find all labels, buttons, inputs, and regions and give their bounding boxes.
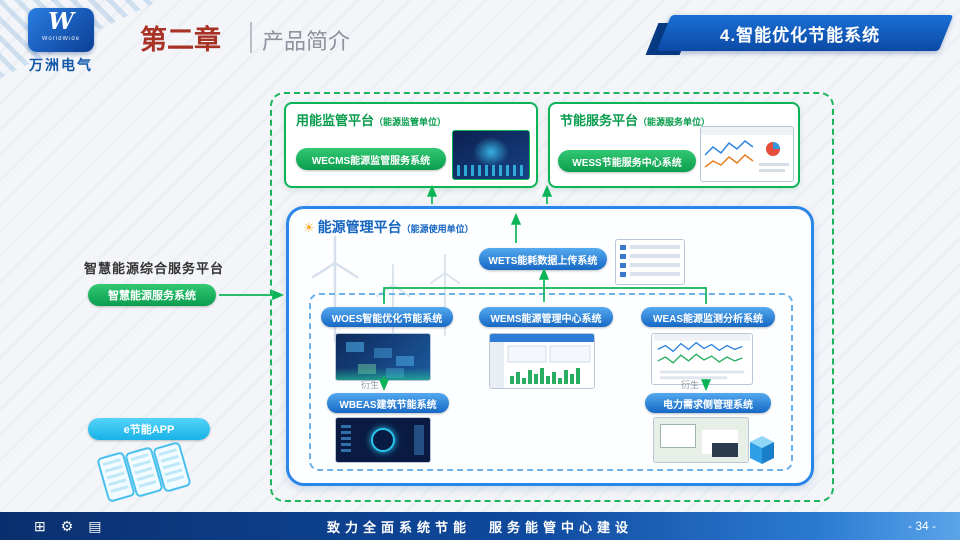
wbeas-screenshot — [335, 417, 431, 463]
blocks-icon: ⊞ — [34, 517, 46, 534]
platform-title: 能源管理平台 — [317, 219, 402, 235]
platform-heading: ☀能源管理平台（能源使用单位） — [303, 217, 474, 237]
wess-screenshot — [700, 126, 794, 182]
phone-icons — [96, 441, 212, 506]
logo-subtext: WorldWide — [41, 36, 81, 42]
banner-title: 4.智能优化节能系统 — [719, 25, 881, 45]
woes-screenshot — [335, 333, 431, 381]
e-energy-app-button: e节能APP — [88, 418, 210, 440]
chapter-title: 第二章 — [140, 25, 221, 55]
diagram-outer-border — [270, 92, 834, 502]
energy-management-platform-box: ☀能源管理平台（能源使用单位） WETS能耗数据上传系统 WOES智能优化节能系… — [286, 206, 814, 486]
service-platform-heading: 节能服务平台（能源服务单位） — [560, 110, 710, 130]
topic-banner: 4.智能优化节能系统 — [645, 15, 954, 55]
footer-slogan: 致力全面系统节能 服务能管中心建设 — [326, 519, 633, 535]
book-icon: ▤ — [88, 517, 102, 534]
power-demand-system-button: 电力需求侧管理系统 — [645, 393, 771, 413]
section-title: 产品简介 — [262, 29, 351, 54]
logo-w-icon: W — [48, 8, 74, 35]
wess-chart-graphic — [701, 127, 793, 172]
footer-icons: ⊞ ⚙ ▤ — [34, 512, 102, 540]
supervision-platform-subtitle: （能源监管单位） — [374, 117, 447, 127]
supervision-platform-box: 用能监管平台（能源监管单位） WECMS能源监管服务系统 — [284, 102, 538, 188]
footer-bar: ⊞ ⚙ ▤ 致力全面系统节能 服务能管中心建设 - 34 - — [0, 512, 960, 540]
wets-upload-button: WETS能耗数据上传系统 — [479, 248, 607, 270]
service-platform-box: 节能服务平台（能源服务单位） WESS节能服务中心系统 — [548, 102, 800, 188]
supervision-platform-heading: 用能监管平台（能源监管单位） — [296, 110, 446, 130]
derive-label-3: 衍生 — [681, 380, 700, 390]
title-divider — [250, 22, 252, 53]
woes-system-button: WOES智能优化节能系统 — [321, 307, 453, 327]
weas-screenshot — [651, 333, 753, 385]
service-platform-subtitle: （能源服务单位） — [638, 117, 711, 127]
wets-screenshot — [615, 239, 685, 285]
supervision-platform-title: 用能监管平台 — [296, 113, 375, 128]
weas-system-button: WEAS能源监测分析系统 — [641, 307, 775, 327]
smart-energy-service-button: 智慧能源服务系统 — [88, 284, 216, 306]
wems-system-button: WEMS能源管理中心系统 — [479, 307, 613, 327]
derive-label-1: 衍生 — [361, 380, 380, 390]
gear-icon: ⚙ — [60, 517, 74, 534]
wecms-screenshot — [452, 130, 530, 180]
company-logo: W WorldWide — [28, 8, 94, 52]
service-platform-title: 节能服务平台 — [560, 113, 639, 128]
wems-screenshot — [489, 333, 595, 389]
company-name: 万洲电气 — [29, 57, 93, 73]
page-number: - 34 - — [907, 519, 936, 533]
wess-system-button: WESS节能服务中心系统 — [558, 150, 696, 172]
wbeas-system-button: WBEAS建筑节能系统 — [327, 393, 449, 413]
sun-icon: ☀ — [303, 220, 315, 235]
wems-dashboard-graphic — [490, 334, 594, 388]
wecms-system-button: WECMS能源监管服务系统 — [296, 148, 446, 170]
platform-subtitle: （能源使用单位） — [401, 224, 474, 234]
smart-energy-platform-title: 智慧能源综合服务平台 — [84, 261, 225, 276]
weas-chart-graphic — [653, 334, 751, 380]
power-demand-screenshot — [653, 417, 749, 463]
